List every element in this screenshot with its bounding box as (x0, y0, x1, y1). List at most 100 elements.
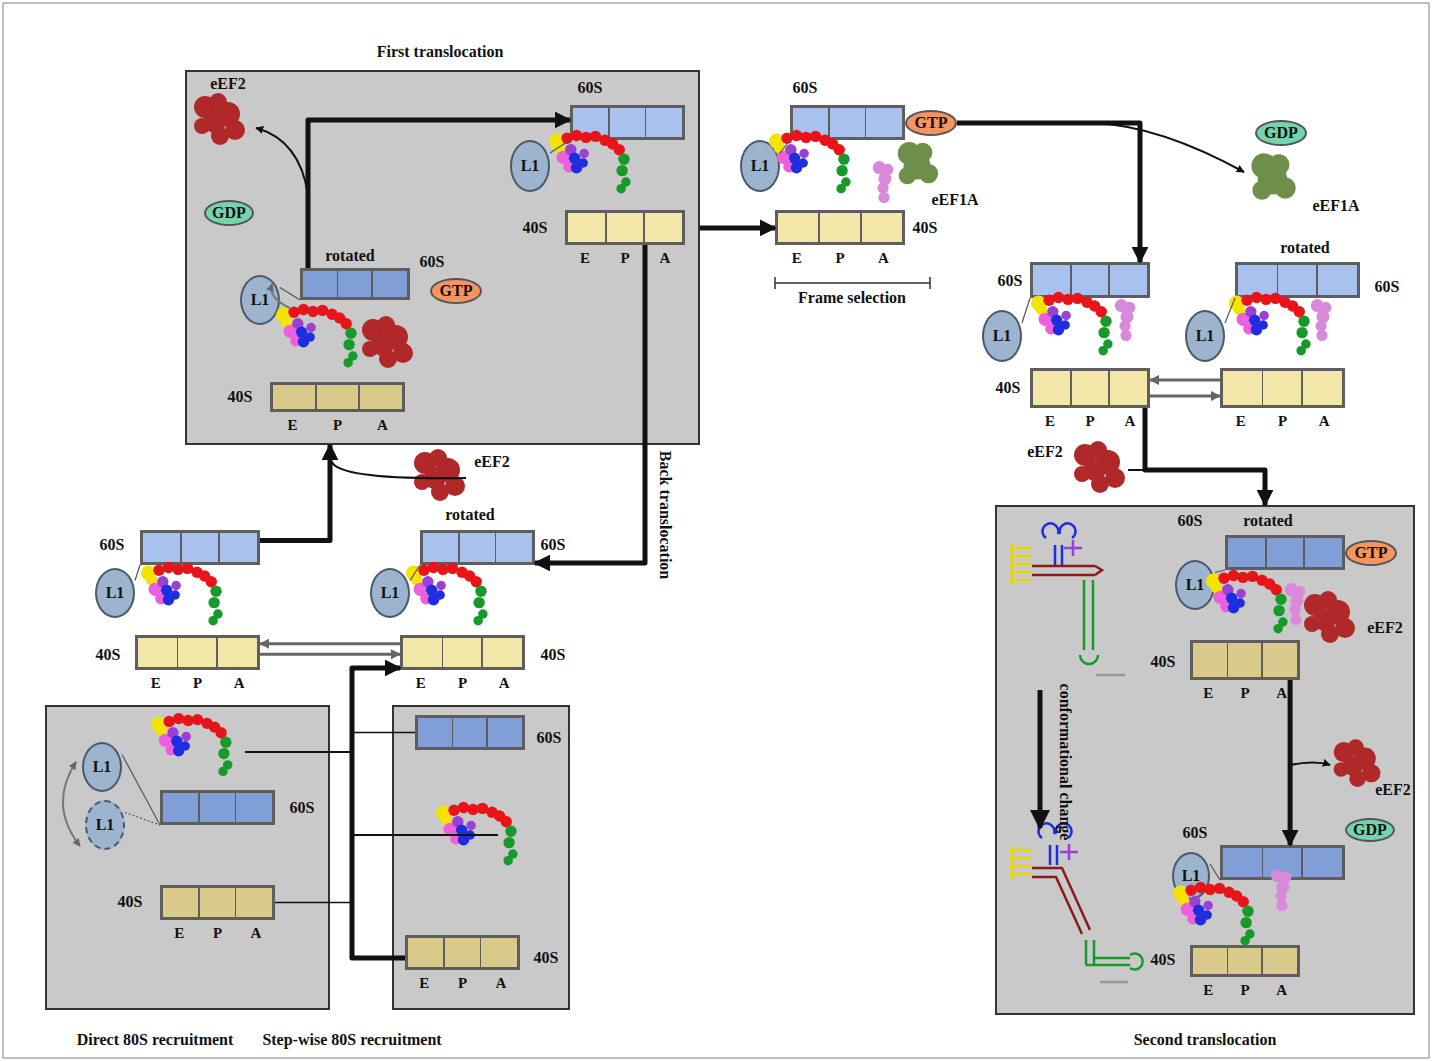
site-letter: P (835, 250, 844, 267)
annotation-label: eEF2 (474, 453, 510, 471)
subunit-label: 60S (541, 536, 566, 554)
change-arrow (1038, 690, 1043, 828)
subunit-label: 40S (228, 388, 253, 406)
illustration-part (1080, 580, 1098, 664)
subunit-label: rotated (445, 506, 494, 524)
illustration-part (1304, 591, 1355, 643)
node-label: L1 (106, 584, 125, 602)
illustration-part (1271, 869, 1292, 911)
annotation-label: conformational change (1056, 684, 1074, 841)
illustration-part (1128, 469, 1145, 471)
gdp-oval: GDP (1345, 818, 1395, 842)
panel: Step-wise 80S recruitment60S40SEPA (392, 705, 570, 1010)
small-subunit: 40SEPA (1190, 640, 1300, 680)
l1-stalk: L1 (1185, 310, 1225, 362)
site-letter: E (580, 250, 590, 267)
illustration-part (406, 562, 488, 626)
large-subunit: 60S (160, 790, 275, 825)
site-letter: P (620, 250, 629, 267)
site-letter: E (1045, 413, 1055, 430)
illustration-part (1100, 981, 1128, 984)
connector (780, 140, 790, 153)
site-letter: E (174, 925, 184, 942)
node-label: L1 (96, 816, 115, 834)
l1-stalk: L1 (240, 275, 280, 325)
subunit-label: rotated (325, 247, 374, 265)
annotation-label: Frame selection (798, 289, 906, 307)
panel-title: Second translocation (1134, 1031, 1277, 1049)
small-subunit: 40SEPA (270, 382, 405, 412)
subunit-label: rotated (1243, 512, 1292, 530)
subunit-label: 40S (118, 893, 143, 911)
site-letter: P (1085, 413, 1094, 430)
illustration-part (141, 562, 223, 626)
site-letter: E (1203, 685, 1213, 702)
subunit-label: 40S (1151, 951, 1176, 969)
connector (1145, 408, 1265, 505)
large-subunit: rotated60S (420, 530, 535, 565)
annotation-label: Back translocation (656, 451, 674, 579)
gdp-oval: GDP (1255, 120, 1307, 146)
subunit-label: 60S (1375, 278, 1400, 296)
site-letter: E (419, 975, 429, 992)
illustration-part (436, 802, 518, 866)
site-letter: A (1276, 982, 1287, 999)
small-subunit: 40SEPA (160, 885, 275, 920)
connector (122, 755, 160, 826)
gtp-oval: GTP (430, 278, 482, 304)
small-subunit: 40SEPA (1190, 945, 1300, 977)
illustration-part (63, 762, 80, 846)
site-letter: A (1125, 413, 1136, 430)
gtp-oval: GTP (1345, 540, 1397, 566)
frame-bracket (775, 277, 930, 289)
l1-stalk: L1 (1175, 560, 1215, 610)
small-subunit: 40SEPA (405, 935, 520, 970)
panel: Direct 80S recruitmentL1L160S40SEPA (45, 705, 330, 1010)
subunit-label: 40S (534, 949, 559, 967)
node-label: GTP (1355, 544, 1388, 562)
node-label: L1 (521, 157, 540, 175)
annotation-label: eEF2 (1367, 619, 1403, 637)
illustration-part (362, 316, 413, 368)
node-label: GTP (915, 114, 948, 132)
illustration-part (1042, 523, 1075, 565)
connector (410, 565, 420, 581)
l1-stalk: L1 (370, 568, 410, 618)
connector (135, 565, 140, 581)
small-subunit: 40SEPA (775, 210, 905, 245)
connector (260, 445, 330, 541)
illustration-part (1064, 540, 1082, 556)
illustration-part (352, 834, 498, 836)
illustration-part (1010, 544, 1032, 586)
illustration-part (1173, 882, 1255, 946)
subunit-label: 40S (1151, 653, 1176, 671)
large-subunit: 60S (1030, 262, 1150, 298)
illustration-part (1206, 570, 1288, 634)
illustration-part (775, 277, 930, 289)
site-letter: A (495, 975, 506, 992)
small-subunit: 40SEPA (135, 635, 260, 670)
site-letter: E (1203, 982, 1213, 999)
subunit-label: 40S (523, 219, 548, 237)
connector (1150, 379, 1220, 382)
connector (352, 668, 415, 733)
site-letter: E (416, 675, 426, 692)
node-label: L1 (1182, 867, 1201, 885)
release-arrows (245, 123, 1330, 835)
subunit-label: 40S (996, 379, 1021, 397)
large-subunit: 60S (1220, 845, 1345, 880)
illustration-part (1285, 583, 1306, 625)
illustration-part (1032, 566, 1102, 575)
subunit-label: 60S (420, 253, 445, 271)
illustration-part (769, 130, 851, 194)
connector (550, 140, 570, 153)
illustration-part (1074, 441, 1125, 493)
l1-stalk: L1 (740, 140, 780, 192)
small-subunit: 40SEPA (1030, 368, 1150, 408)
l1-stalk: L1 (95, 568, 135, 618)
illustration-part (1095, 123, 1244, 172)
large-subunit: rotated60S (300, 268, 410, 300)
factor-blobs (194, 93, 1380, 787)
connector (275, 668, 400, 903)
connector (308, 120, 570, 268)
